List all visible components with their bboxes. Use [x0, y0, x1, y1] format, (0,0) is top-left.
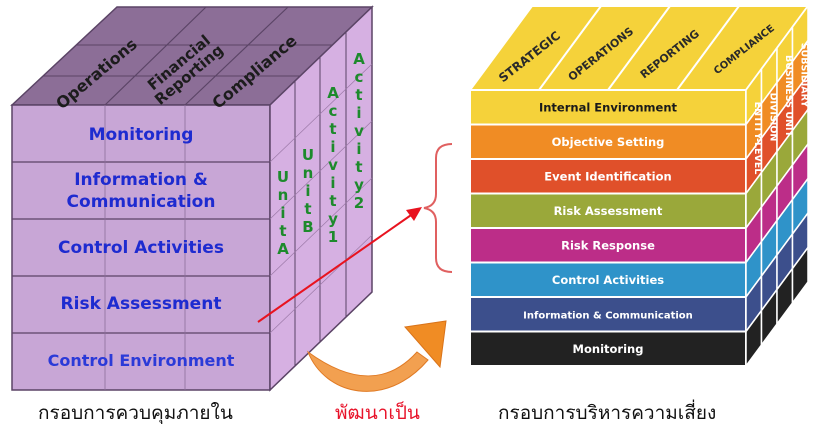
- erm-row: [469, 330, 747, 367]
- coso-row-label: Risk Assessment: [61, 294, 222, 314]
- erm-row: [469, 158, 747, 195]
- erm-row-label: Monitoring: [573, 342, 644, 356]
- curly-brace: [423, 143, 453, 273]
- red-arrow: [257, 207, 422, 323]
- erm-side-label: BUSINESS UNIT: [783, 55, 794, 138]
- coso-row-label: Control Activities: [58, 238, 224, 258]
- erm-row-label: Objective Setting: [552, 135, 665, 149]
- erm-row-label: Risk Response: [561, 238, 655, 252]
- caption-risk-management: กรอบการบริหารความเสี่ยง: [498, 402, 717, 424]
- erm-row: [469, 192, 747, 229]
- coso-row-label: Control Environment: [48, 351, 235, 370]
- erm-row: [469, 123, 747, 160]
- erm-row-label: Control Activities: [552, 273, 664, 287]
- erm-side-face: ENTITY-LEVEL DIVISION BUSINESS UNIT SUBSIDI…: [745, 3, 809, 369]
- erm-side-label: DIVISION: [767, 93, 778, 142]
- coso-cube: Operations FinancialReporting Compliance…: [10, 5, 374, 392]
- erm-row: [469, 227, 747, 264]
- erm-side-cell: [791, 245, 809, 306]
- caption-internal-control: กรอบการควบคุมภายใน: [38, 402, 233, 424]
- erm-row-label: Event Identification: [544, 169, 671, 183]
- erm-row: [469, 296, 747, 333]
- coso-row-label: Monitoring: [89, 125, 194, 145]
- erm-row-label: Internal Environment: [539, 100, 678, 114]
- caption-develop-into: พัฒนาเป็น: [335, 402, 420, 424]
- develop-arrow: [306, 320, 447, 392]
- erm-side-label: ENTITY-LEVEL: [752, 102, 763, 175]
- erm-row-label: Information & Communication: [523, 310, 693, 321]
- erm-row-label: Risk Assessment: [554, 204, 663, 218]
- coso-row-label: Information &Communication: [67, 170, 216, 212]
- erm-row: [469, 89, 747, 126]
- erm-side-label: SUBSIDIARY: [798, 43, 809, 108]
